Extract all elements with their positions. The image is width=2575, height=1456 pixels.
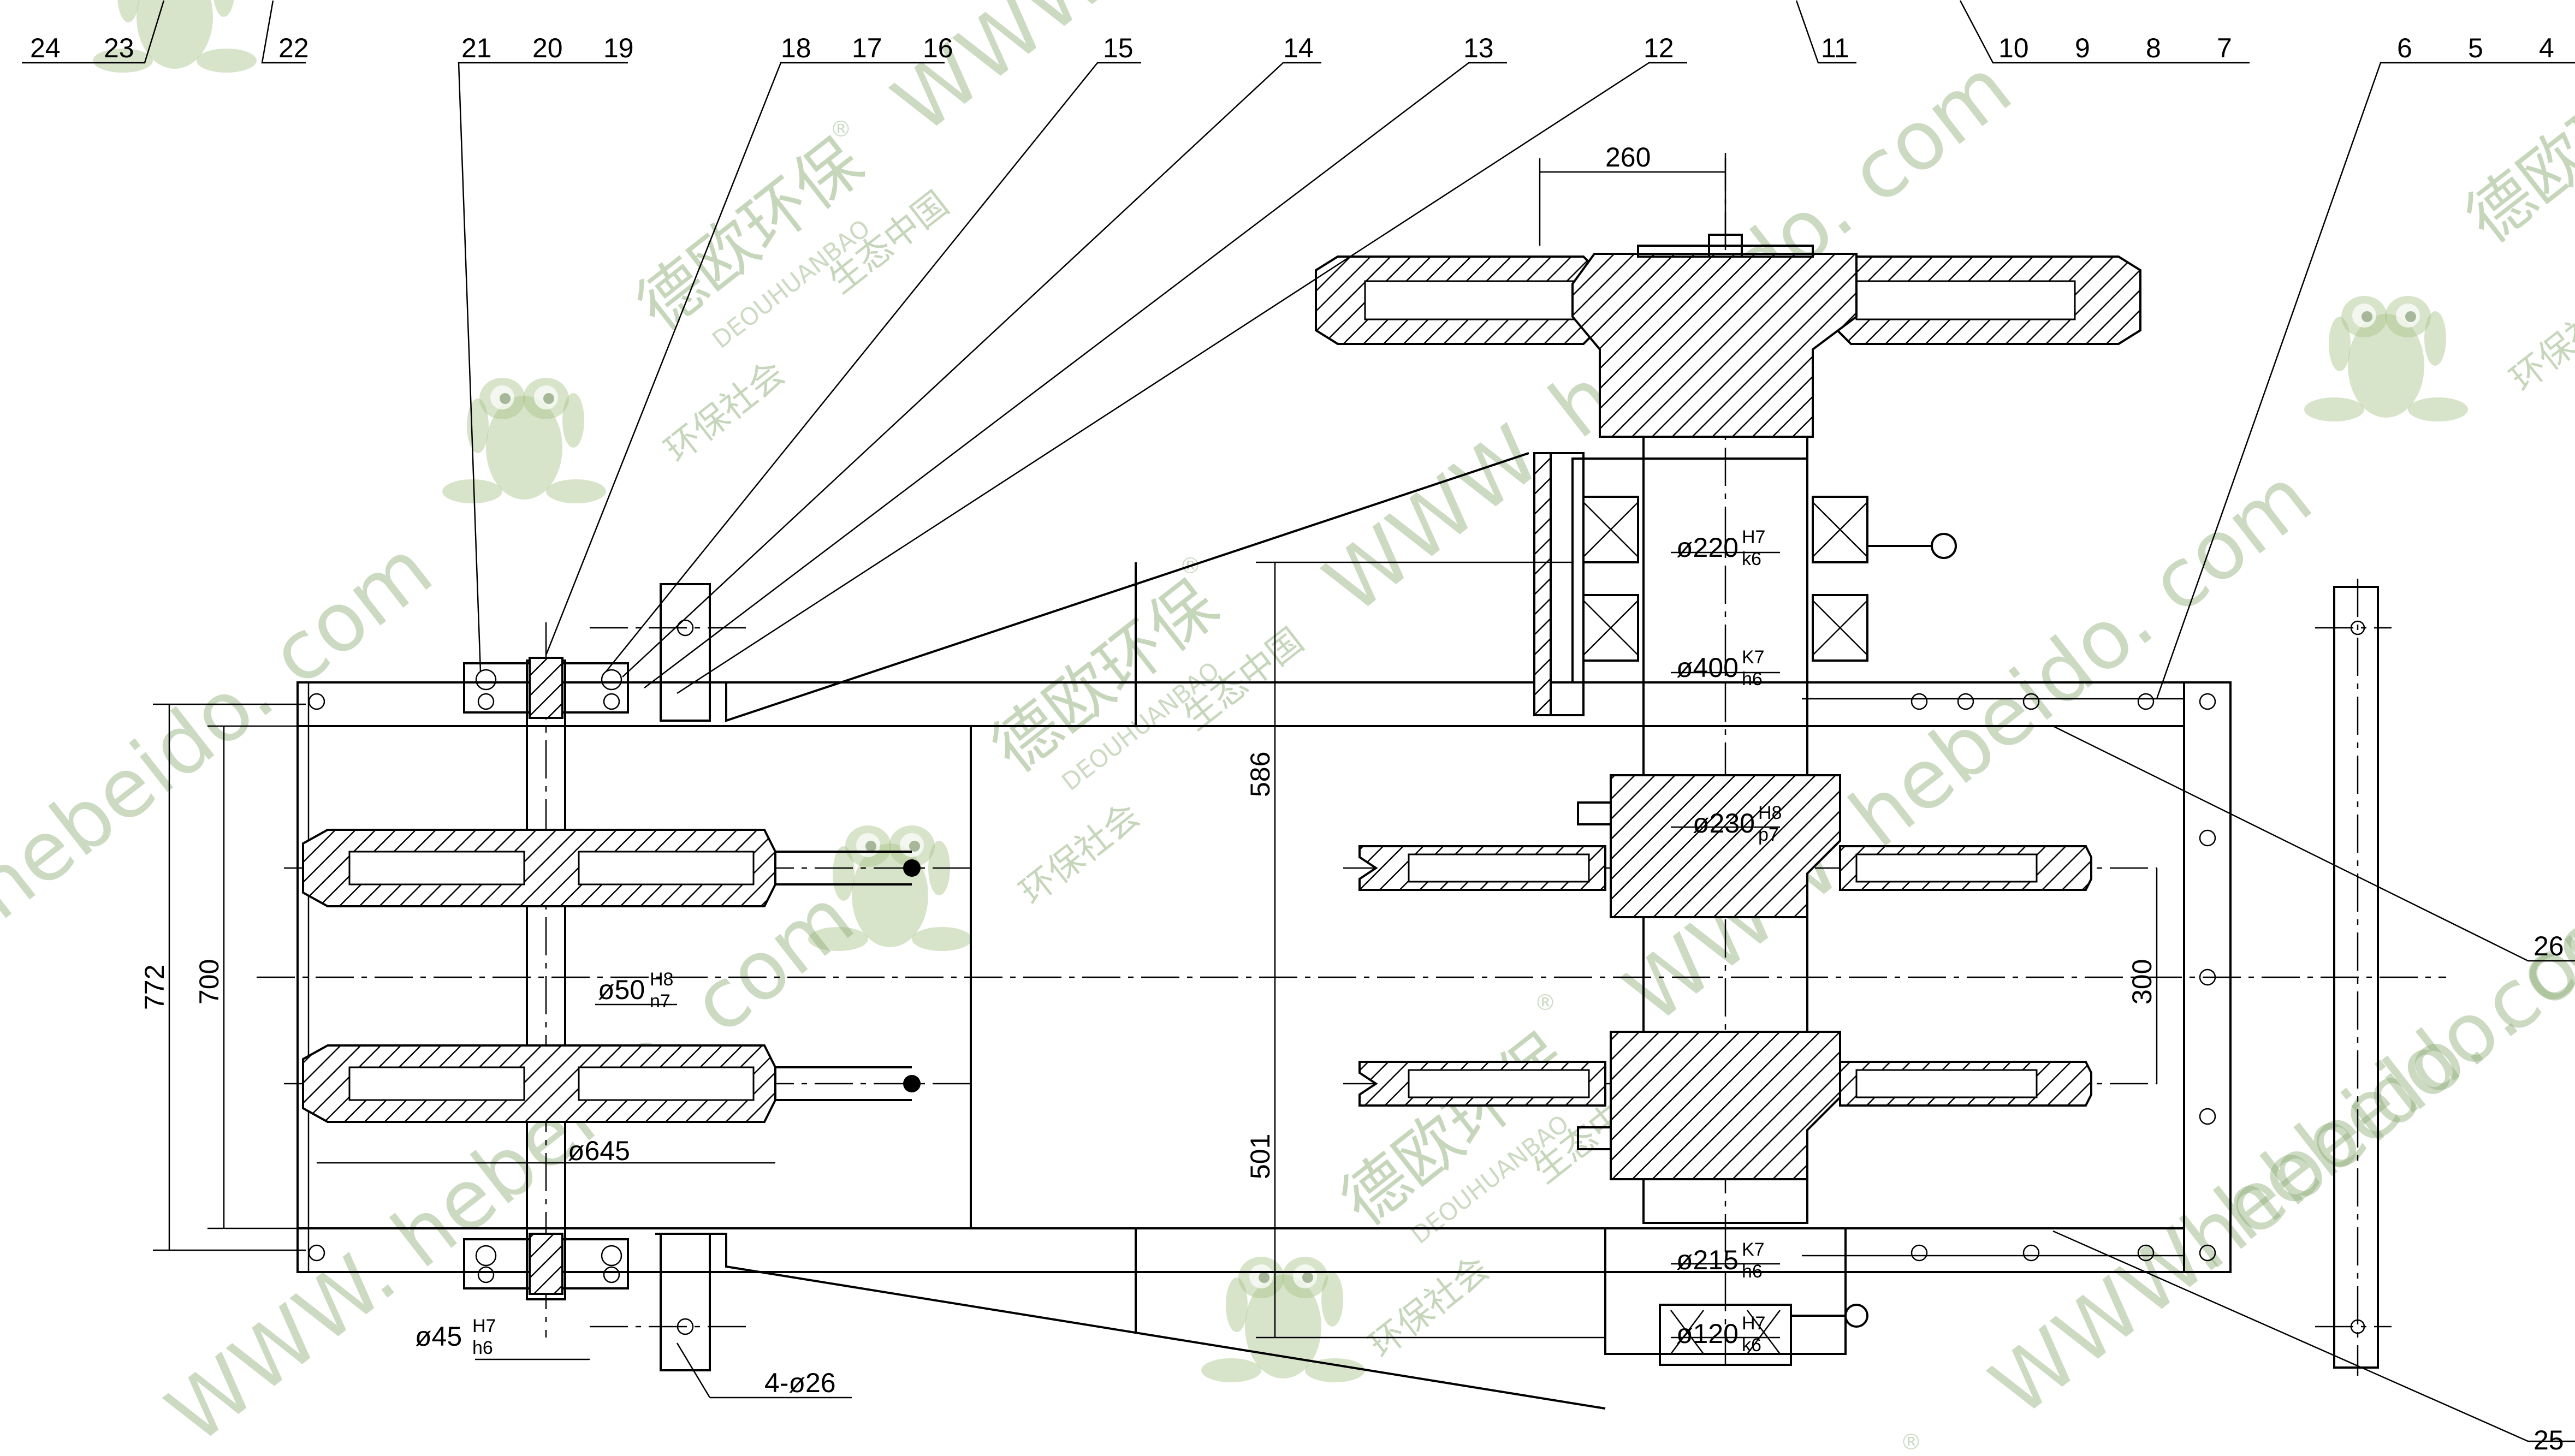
callout-label: 18 bbox=[781, 33, 811, 63]
callout-label: 24 bbox=[30, 33, 61, 63]
svg-text:H8: H8 bbox=[650, 969, 673, 990]
part-callouts: 24 23 22 21 20 19 18 17 16 15 14 13 12 1… bbox=[30, 33, 2564, 1455]
watermark-slogan: 环保社会 bbox=[1362, 1249, 1497, 1366]
svg-text:h6: h6 bbox=[472, 1338, 493, 1358]
fit-220: ø220 H7 k6 bbox=[1676, 527, 1765, 569]
upper-hub bbox=[1358, 774, 2092, 918]
callout-label: 15 bbox=[1103, 33, 1134, 63]
left-bearing-top bbox=[463, 657, 629, 719]
svg-text:k6: k6 bbox=[1742, 1335, 1761, 1356]
fit-120: ø120 H7 k6 bbox=[1676, 1313, 1765, 1356]
callout-label: 11 bbox=[1821, 33, 1849, 63]
lower-bearing-housing bbox=[1604, 1227, 1868, 1366]
registered-mark: ® bbox=[830, 117, 852, 142]
svg-text:H7: H7 bbox=[1742, 527, 1765, 548]
dim-586: 586 bbox=[1245, 752, 1275, 797]
top-pulley bbox=[1315, 234, 2141, 438]
dim-772: 772 bbox=[139, 965, 170, 1010]
left-shaft-assembly bbox=[302, 657, 921, 1300]
callout-label: 17 bbox=[852, 33, 882, 63]
callout-label: 7 bbox=[2217, 33, 2232, 63]
svg-text:K7: K7 bbox=[1742, 647, 1765, 668]
callout-label: 10 bbox=[1998, 33, 2029, 63]
housing-frame bbox=[296, 681, 2232, 1273]
callout-label: 4 bbox=[2539, 33, 2554, 63]
dim-holes: 4-ø26 bbox=[764, 1368, 836, 1398]
svg-text:p7: p7 bbox=[1758, 824, 1779, 845]
svg-text:ø220: ø220 bbox=[1676, 532, 1739, 563]
callout-label: 16 bbox=[923, 33, 953, 63]
frog-mascot-icon bbox=[2304, 296, 2468, 421]
svg-text:K7: K7 bbox=[1742, 1239, 1765, 1260]
callout-label: 22 bbox=[278, 33, 309, 63]
svg-text:k6: k6 bbox=[1742, 549, 1761, 569]
svg-text:H7: H7 bbox=[1742, 1313, 1765, 1334]
dim-501: 501 bbox=[1245, 1134, 1275, 1179]
callout-label: 14 bbox=[1283, 33, 1314, 63]
watermark-brand: 德欧环保 bbox=[2453, 37, 2575, 258]
callout-label: 12 bbox=[1644, 33, 1674, 63]
upper-left-pulley bbox=[302, 829, 921, 907]
svg-text:ø120: ø120 bbox=[1676, 1318, 1739, 1349]
watermark-slogan: 环保社会 bbox=[657, 353, 792, 471]
fit-230: ø230 H8 p7 bbox=[1693, 803, 1782, 845]
callout-label: 20 bbox=[532, 33, 563, 63]
svg-text:H7: H7 bbox=[472, 1316, 496, 1336]
dim-phi645: ø645 bbox=[568, 1136, 630, 1166]
svg-text:ø215: ø215 bbox=[1676, 1245, 1739, 1275]
dimension-labels: 260 772 700 586 501 300 ø645 4-ø26 ø220 … bbox=[139, 142, 2157, 1398]
svg-text:H8: H8 bbox=[1758, 803, 1782, 823]
dim-300: 300 bbox=[2127, 959, 2157, 1005]
main-shaft-assembly bbox=[1315, 234, 2141, 1366]
fit-215: ø215 K7 h6 bbox=[1676, 1239, 1765, 1282]
svg-text:h6: h6 bbox=[1742, 669, 1763, 690]
registered-mark: ® bbox=[1900, 1430, 1922, 1455]
left-brackets bbox=[590, 452, 1606, 1410]
callout-label: 13 bbox=[1463, 33, 1494, 63]
side-rails bbox=[1802, 681, 2184, 1273]
callout-label: 25 bbox=[2534, 1425, 2564, 1455]
svg-text:ø400: ø400 bbox=[1676, 652, 1739, 683]
registered-mark: ® bbox=[1534, 990, 1556, 1015]
svg-text:ø50: ø50 bbox=[598, 974, 645, 1005]
frame-bolts bbox=[308, 693, 2216, 1262]
callout-label: 5 bbox=[2468, 33, 2483, 63]
callout-label: 21 bbox=[461, 33, 492, 63]
svg-text:ø230: ø230 bbox=[1693, 808, 1755, 839]
dimension-lines bbox=[153, 158, 2158, 1399]
lower-left-pulley bbox=[302, 1044, 921, 1123]
frog-mascot-icon bbox=[442, 378, 606, 503]
watermark-url-short: hebeido. com bbox=[2165, 871, 2575, 1287]
left-bearing-bottom bbox=[463, 1233, 629, 1295]
dim-700: 700 bbox=[194, 959, 224, 1005]
lower-hub bbox=[1358, 1031, 2092, 1180]
leader-lines bbox=[22, 0, 2575, 1442]
dim-260: 260 bbox=[1605, 142, 1651, 173]
callout-label: 8 bbox=[2146, 33, 2161, 63]
watermark-url: WWW. hebeido. com bbox=[876, 0, 1597, 152]
fit-400: ø400 K7 h6 bbox=[1676, 647, 1765, 690]
fit-45: ø45 H7 h6 bbox=[415, 1316, 496, 1358]
callout-label: 6 bbox=[2397, 33, 2412, 63]
watermark-slogan: 环保社会 bbox=[2503, 282, 2575, 400]
fit-50: ø50 H8 n7 bbox=[598, 969, 673, 1012]
frog-mascot-icon bbox=[1201, 1257, 1365, 1382]
callout-label: 9 bbox=[2075, 33, 2090, 63]
svg-text:ø45: ø45 bbox=[415, 1321, 462, 1352]
upper-bearing-housing bbox=[1533, 452, 1957, 716]
svg-text:h6: h6 bbox=[1742, 1261, 1763, 1282]
callout-label: 26 bbox=[2534, 931, 2564, 961]
callout-label: 23 bbox=[104, 33, 134, 63]
watermark-slogan: 环保社会 bbox=[1012, 795, 1147, 913]
svg-text:n7: n7 bbox=[650, 991, 671, 1012]
callout-label: 19 bbox=[603, 33, 634, 63]
